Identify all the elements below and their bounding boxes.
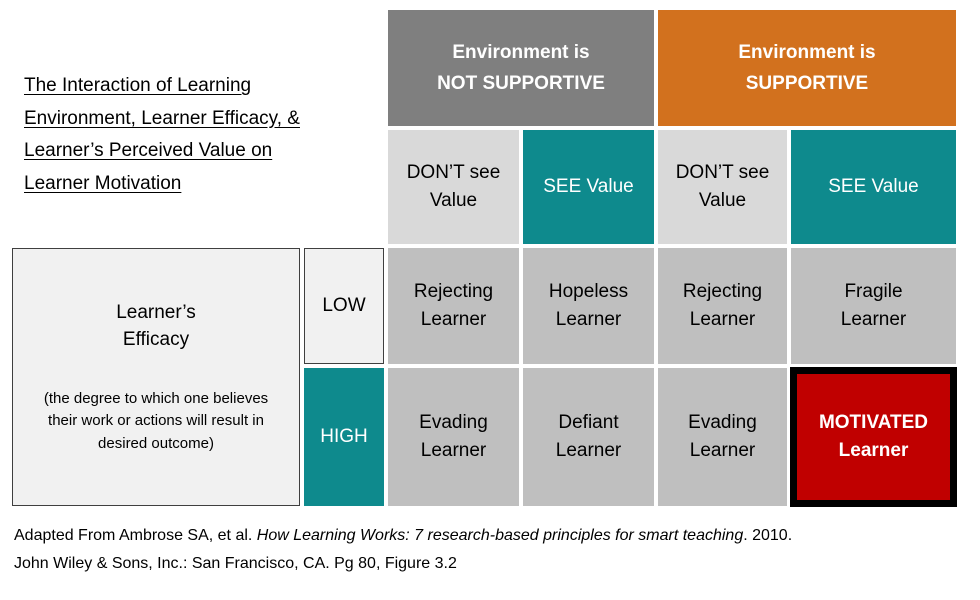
cell-text-line: Evading [419, 412, 488, 434]
value-header-line: DON’T see [406, 162, 501, 184]
cell-text-line: Learner [689, 440, 756, 461]
title-line: Environment, Learner Efficacy, & [24, 107, 300, 129]
env-header-supportive: Environment is SUPPORTIVE [656, 8, 958, 128]
cell-text-line: Learner [555, 309, 622, 330]
citation: Adapted From Ambrose SA, et al. How Lear… [14, 522, 974, 578]
efficacy-title: Learner’s Efficacy [116, 299, 196, 354]
interaction-matrix: Environment is NOT SUPPORTIVE Environmen… [10, 8, 958, 508]
cell-text-line: Learner [420, 440, 487, 461]
cell-text-line: Learner [838, 440, 909, 461]
citation-book-title: How Learning Works: 7 research-based pri… [256, 527, 744, 544]
title-line: The Interaction of Learning [24, 75, 252, 96]
cell-defiant-learner: Defiant Learner [521, 366, 656, 508]
title-line: Learner Motivation [24, 173, 182, 195]
cell-text-line: Learner [689, 309, 756, 330]
title-line: Learner’s Perceived Value on [24, 140, 273, 162]
env-header-line: SUPPORTIVE [745, 73, 869, 94]
value-header-line: DON’T see [675, 162, 770, 184]
cell-text-line: Rejecting [682, 281, 763, 303]
value-header-line: SEE Value [828, 176, 919, 198]
citation-prefix: Adapted From Ambrose SA, et al. [14, 527, 257, 544]
cell-rejecting-learner-2: Rejecting Learner [656, 246, 789, 366]
cell-fragile-learner: Fragile Learner [789, 246, 958, 366]
citation-line-1: Adapted From Ambrose SA, et al. How Lear… [14, 522, 974, 550]
row-label-low: LOW [304, 248, 384, 364]
value-header-dont-see-1: DON’T see Value [386, 128, 521, 246]
cell-text-line: Learner [840, 309, 907, 330]
cell-text-line: Defiant [558, 412, 619, 434]
cell-text-line: Fragile [844, 281, 903, 303]
value-header-dont-see-2: DON’T see Value [656, 128, 789, 246]
env-header-not-supportive: Environment is NOT SUPPORTIVE [386, 8, 656, 128]
cell-text-line: MOTIVATED [818, 412, 929, 434]
cell-text-line: Hopeless [548, 281, 629, 303]
cell-text-line: Learner [555, 440, 622, 461]
citation-line-2: John Wiley & Sons, Inc.: San Francisco, … [14, 555, 457, 572]
efficacy-box: Learner’s Efficacy (the degree to which … [12, 248, 300, 506]
env-header-line: NOT SUPPORTIVE [437, 73, 605, 94]
cell-text-line: Learner [420, 309, 487, 330]
row-label-high: HIGH [302, 366, 386, 508]
row-label-high-text: HIGH [320, 426, 368, 447]
value-header-see-2: SEE Value [789, 128, 958, 246]
cell-rejecting-learner-1: Rejecting Learner [386, 246, 521, 366]
row-label-low-text: LOW [322, 295, 366, 316]
diagram-title: The Interaction of Learning Environment,… [24, 70, 300, 201]
cell-evading-learner-2: Evading Learner [656, 366, 789, 508]
cell-text-line: Evading [688, 412, 757, 434]
efficacy-title-line: Learner’s [116, 301, 196, 323]
cell-hopeless-learner: Hopeless Learner [521, 246, 656, 366]
value-header-line: Value [698, 190, 747, 211]
cell-evading-learner-1: Evading Learner [386, 366, 521, 508]
env-header-line: Environment is [452, 41, 590, 63]
value-header-line: Value [429, 190, 478, 211]
efficacy-title-line: Efficacy [122, 329, 190, 351]
value-header-see-1: SEE Value [521, 128, 656, 246]
cell-text-line: Rejecting [413, 281, 494, 303]
cell-motivated-learner: MOTIVATED Learner [790, 367, 957, 507]
env-header-line: Environment is [738, 41, 876, 63]
value-header-line: SEE Value [543, 176, 634, 198]
efficacy-description: (the degree to which one believes their … [43, 389, 269, 452]
citation-suffix: . 2010. [743, 527, 793, 544]
